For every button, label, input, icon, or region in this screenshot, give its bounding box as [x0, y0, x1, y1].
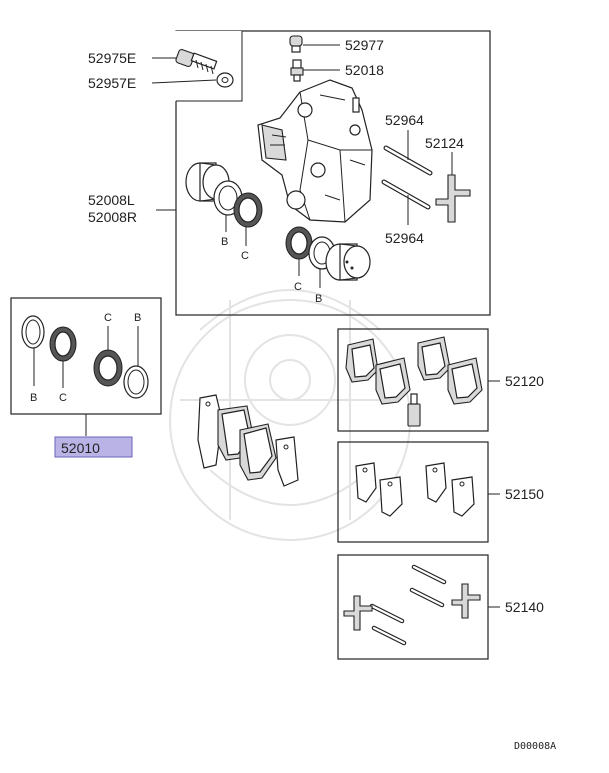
callout-c-kit-1: C [59, 392, 67, 404]
label-52008r: 52008R [88, 209, 137, 225]
label-52977: 52977 [345, 37, 384, 53]
bolt-52975e-icon[interactable] [175, 48, 218, 75]
seal-kit-label-button[interactable]: 52010 [54, 436, 133, 458]
guide-pin-lower-icon[interactable] [381, 179, 431, 210]
pin-kit-icon[interactable] [343, 564, 481, 646]
seal-kit-boot-c-icon[interactable] [93, 349, 123, 387]
shim-set-icon[interactable] [355, 462, 475, 517]
piston-right-icon[interactable] [325, 243, 371, 281]
label-52124: 52124 [425, 135, 464, 151]
drawing-code: D00008A [514, 741, 556, 752]
callout-b-right: B [315, 293, 322, 305]
label-52140: 52140 [505, 599, 544, 615]
callout-b-left: B [221, 236, 228, 248]
callout-b-kit-1: B [30, 392, 37, 404]
piston-left-icon[interactable] [185, 162, 230, 202]
seal-kit-ring-b2-icon[interactable] [123, 365, 149, 399]
pad-set-frame [337, 328, 489, 432]
label-52964-upper: 52964 [385, 112, 424, 128]
bleeder-cap-icon[interactable] [289, 35, 303, 53]
label-52964-lower: 52964 [385, 230, 424, 246]
label-52120: 52120 [505, 373, 544, 389]
piston-seal-right-icon[interactable] [285, 226, 313, 260]
label-52010: 52010 [61, 440, 100, 456]
seal-kit-ring-b-icon[interactable] [21, 315, 45, 349]
shim-set-frame [337, 441, 489, 543]
guide-pin-upper-icon[interactable] [383, 145, 433, 176]
anti-rattle-clip-icon[interactable] [435, 174, 471, 223]
label-52008l: 52008L [88, 192, 135, 208]
seal-kit-ring-c-icon[interactable] [49, 326, 77, 362]
callout-c-left: C [241, 250, 249, 262]
seal-kit-highlight [54, 436, 133, 458]
label-52975e: 52975E [88, 50, 136, 66]
label-52957e: 52957E [88, 75, 136, 91]
callout-b-kit-2: B [134, 312, 141, 324]
callout-c-kit-2: C [104, 312, 112, 324]
loose-pad-assembly-icon[interactable] [197, 394, 299, 487]
label-52018: 52018 [345, 62, 384, 78]
piston-seal-left-icon[interactable] [233, 192, 263, 228]
label-52150: 52150 [505, 486, 544, 502]
washer-52957e-icon[interactable] [216, 72, 234, 88]
bleeder-screw-icon[interactable] [290, 59, 304, 82]
callout-c-right: C [294, 281, 302, 293]
caliper-body-icon[interactable] [257, 79, 373, 223]
pad-set-icon[interactable] [345, 336, 483, 427]
